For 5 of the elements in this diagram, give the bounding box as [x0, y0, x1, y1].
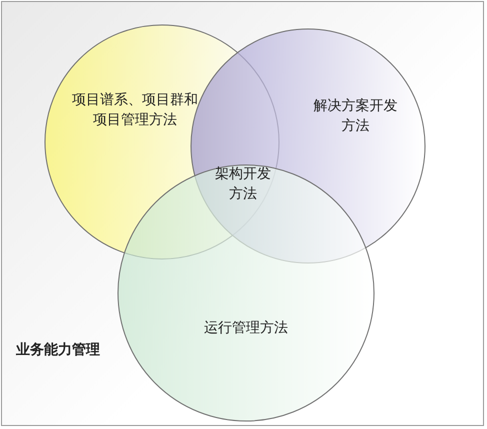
- circle-label: 解决方案开发方法: [312, 97, 398, 136]
- group-title: 业务能力管理: [16, 341, 101, 360]
- circle-label: 运行管理方法: [203, 319, 289, 338]
- overlap-label: 架构开发方法: [214, 165, 272, 204]
- circle-label: 项目谱系、项目群和项目管理方法: [72, 91, 198, 130]
